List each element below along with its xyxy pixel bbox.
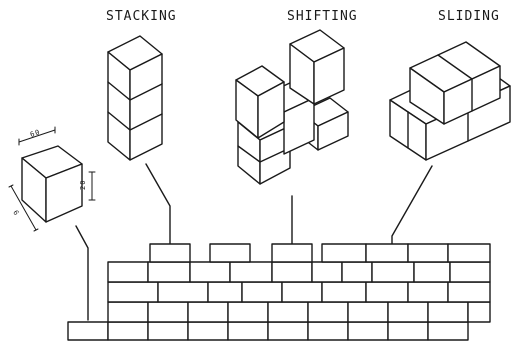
- sliding-label: SLIDING: [438, 9, 500, 24]
- top-dimension-label: 60: [29, 128, 41, 139]
- sliding-cluster: [389, 41, 511, 161]
- dimensioned-cube: [8, 126, 96, 232]
- stacking-label: STACKING: [106, 9, 177, 24]
- shifting-cluster: [235, 29, 349, 185]
- brick-wall: [67, 243, 491, 341]
- stacking-tower: [107, 35, 163, 161]
- shifting-label: SHIFTING: [287, 9, 358, 24]
- side-dimension-label: 6: [11, 209, 21, 218]
- height-dimension-label: 20: [79, 180, 87, 190]
